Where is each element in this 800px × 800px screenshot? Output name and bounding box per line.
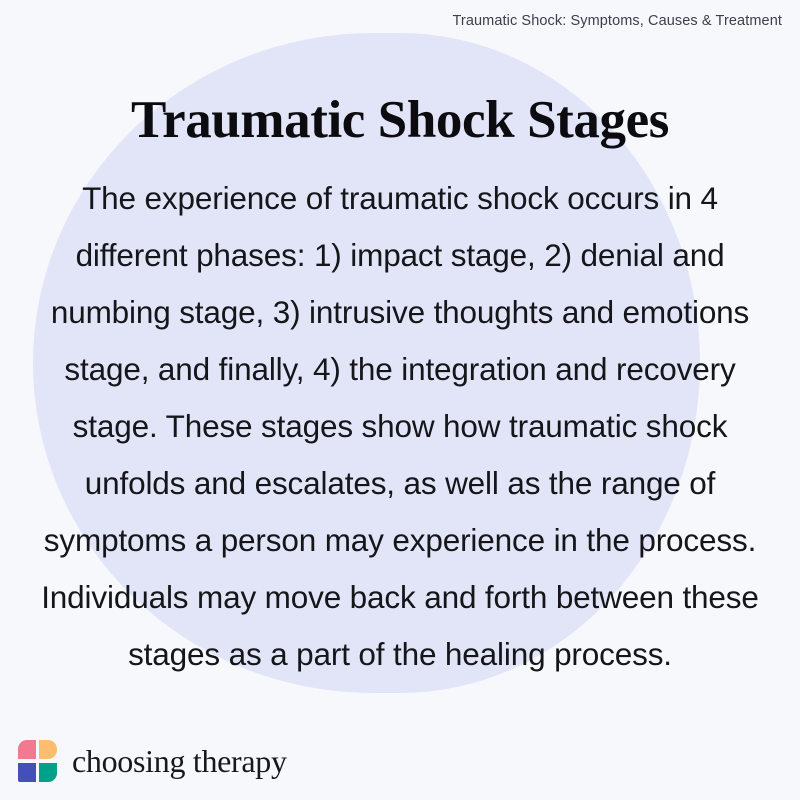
logo-quadrant-bottom-left-icon — [18, 763, 36, 782]
page-title: Traumatic Shock Stages — [131, 90, 669, 149]
pinwheel-logo-icon — [18, 740, 58, 782]
choosing-therapy-logo: choosing therapy — [18, 740, 287, 782]
logo-wordmark: choosing therapy — [72, 743, 287, 779]
body-paragraph: The experience of traumatic shock occurs… — [41, 179, 759, 672]
article-title-eyebrow: Traumatic Shock: Symptoms, Causes & Trea… — [452, 13, 782, 29]
logo-quadrant-top-left-icon — [18, 740, 36, 759]
logo-quadrant-top-right-icon — [39, 740, 57, 759]
logo-quadrant-bottom-right-icon — [39, 763, 57, 782]
